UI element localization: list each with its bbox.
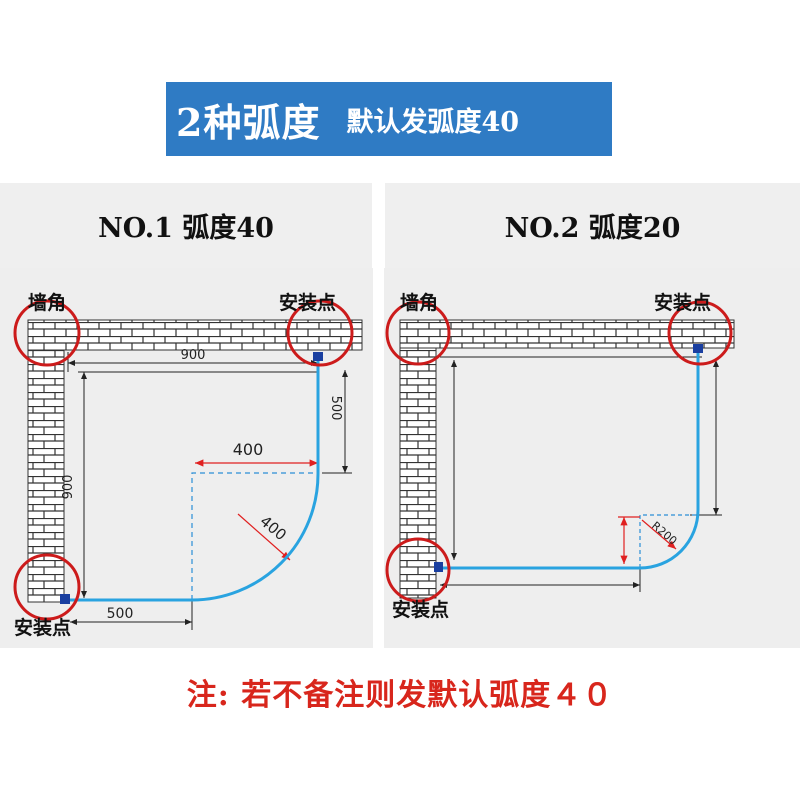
banner-title: 2种弧度 <box>176 99 321 145</box>
dim-bottom-500: 500 <box>107 606 134 622</box>
mount-top-circle <box>286 299 354 367</box>
panel-2-heading: NO.2 弧度20 <box>385 183 800 268</box>
left-wall <box>399 347 437 599</box>
panel-2-diagram: R200 墙角 安装点 安装点 <box>385 291 735 621</box>
default-arc-note: 注: 若不备注则发默认弧度４０ <box>186 678 614 713</box>
dim-left-900: 900 <box>61 475 76 500</box>
label-corner: 墙角 <box>28 291 66 314</box>
label-mount-bottom: 安装点 <box>392 598 449 621</box>
top-wall <box>27 319 363 351</box>
mount-bottom-circle <box>385 537 451 603</box>
label-corner: 墙角 <box>400 291 438 314</box>
dim-radius-r200: R200 <box>649 519 679 547</box>
mount-top-circle <box>667 300 733 366</box>
dim-arc-radius-400: 400 <box>256 512 290 544</box>
left-wall <box>27 349 65 603</box>
corner-circle <box>385 300 451 366</box>
title-banner: 2种弧度 默认发弧度40 <box>166 82 612 156</box>
label-mount-bottom: 安装点 <box>14 616 71 639</box>
corner-circle <box>13 299 81 367</box>
panel-1-heading: NO.1 弧度40 <box>0 183 372 268</box>
panel-1-diagram: 900 500 900 500 400 400 墙角 安装点 安装点 <box>13 291 363 639</box>
dim-right-500: 500 <box>328 396 343 421</box>
dim-top-900: 900 <box>181 348 206 363</box>
dim-arc-horizontal-400: 400 <box>233 440 264 459</box>
top-wall <box>399 319 735 349</box>
shower-rail-pipe-1 <box>68 360 320 602</box>
shower-rail-pipe-2 <box>440 352 700 570</box>
mount-bottom-circle <box>13 553 81 621</box>
label-mount-top: 安装点 <box>279 291 336 314</box>
label-mount-top: 安装点 <box>654 291 711 314</box>
banner-subtitle: 默认发弧度40 <box>346 106 520 138</box>
